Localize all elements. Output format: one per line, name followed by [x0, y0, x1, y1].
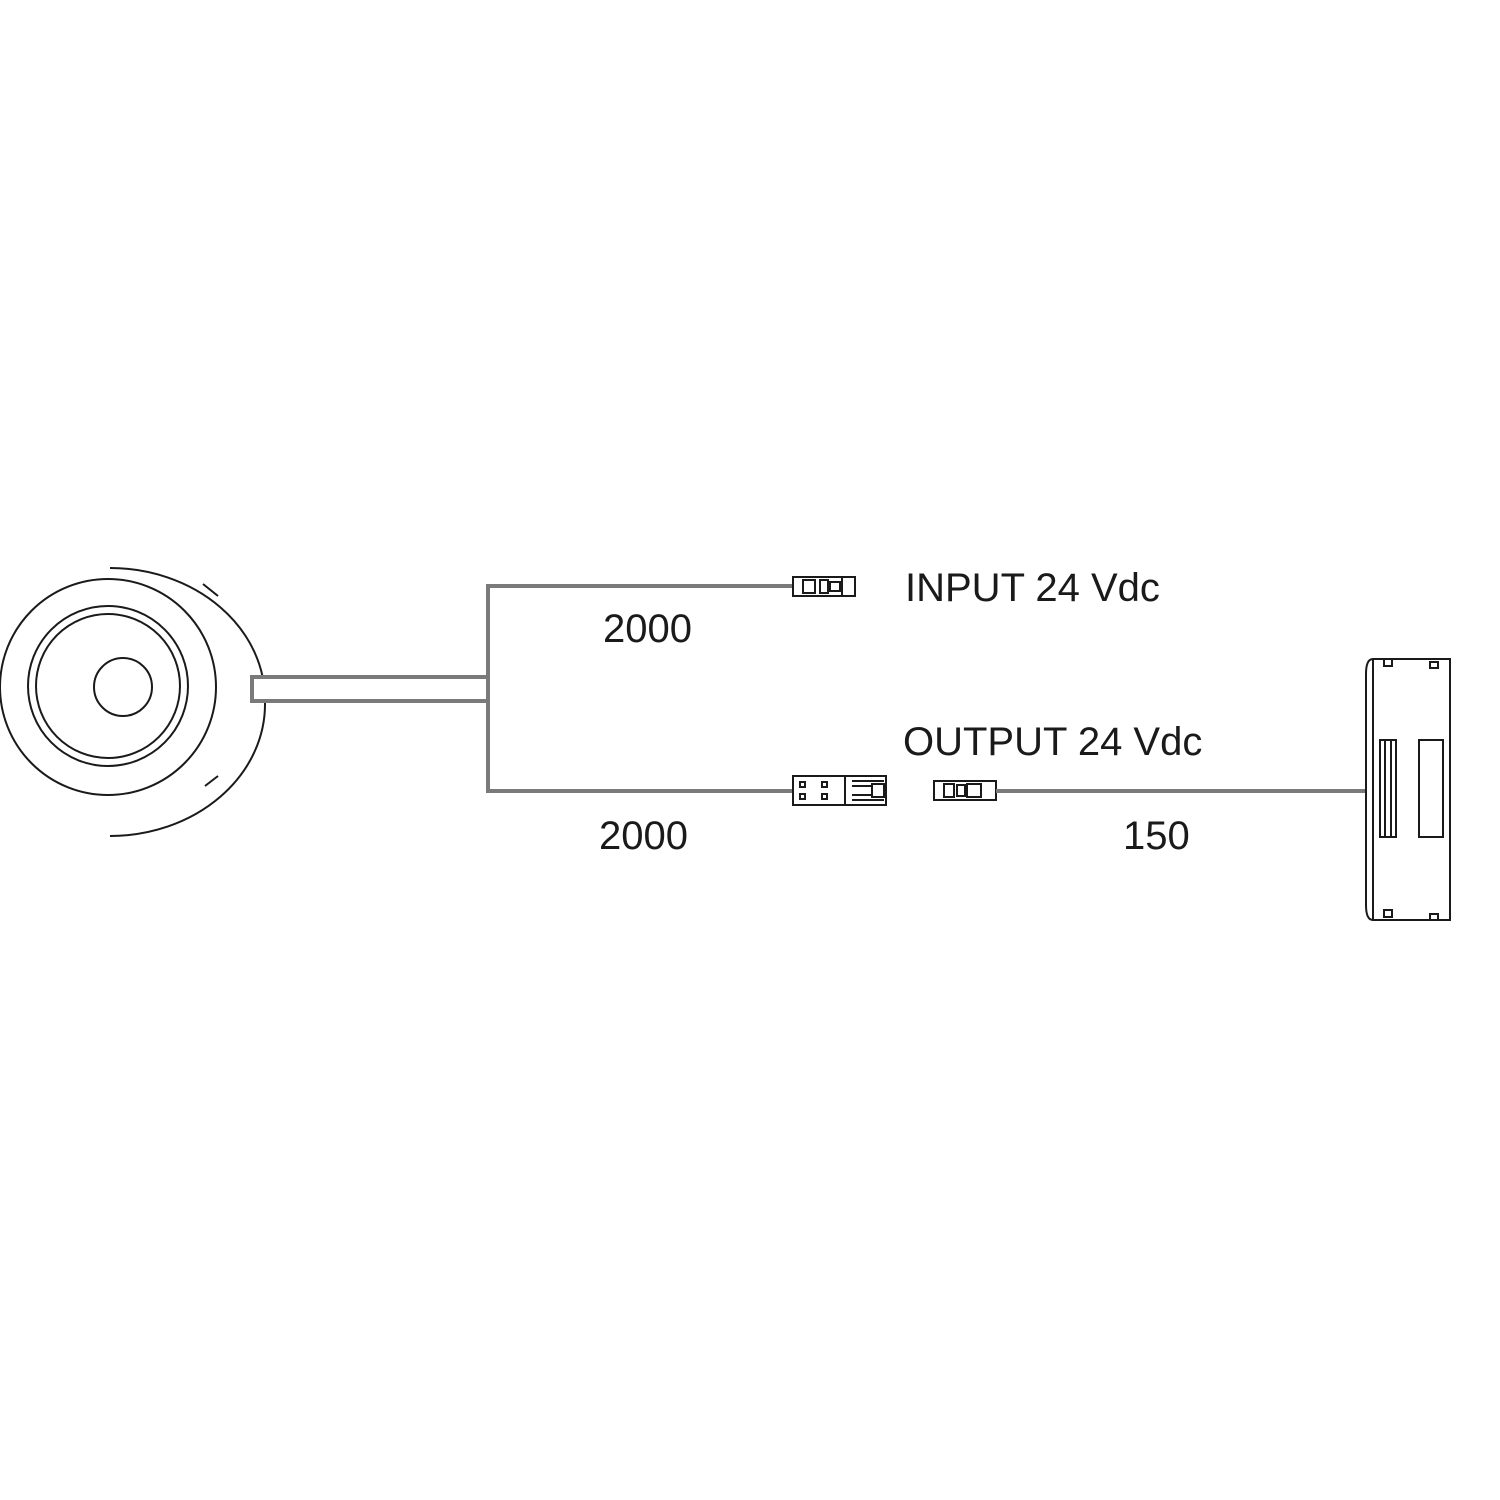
device-center-lens [93, 657, 153, 717]
output-cable-length-label: 2000 [599, 814, 688, 858]
input-cable [486, 584, 793, 679]
device-notch-bottom [204, 775, 219, 787]
output-voltage-label: OUTPUT 24 Vdc [903, 720, 1203, 764]
input-voltage-label: INPUT 24 Vdc [905, 566, 1160, 610]
sensor-clip-bottom-right [1429, 913, 1439, 921]
sensor-clip-top-right [1429, 661, 1439, 669]
sensor-clip-bottom-left [1383, 909, 1393, 918]
output-cable [486, 699, 793, 793]
sensor-module [1365, 658, 1451, 921]
sensor-connector-male [933, 780, 997, 801]
device-inner-ring [35, 613, 181, 759]
sensor-window [1418, 739, 1444, 838]
device-notch-top [202, 583, 219, 597]
sensor-cable-length-label: 150 [1123, 814, 1190, 858]
input-cable-length-label: 2000 [603, 607, 692, 651]
input-connector [792, 576, 856, 597]
main-cable [250, 675, 490, 703]
device-inner-ring-outer [27, 605, 189, 767]
output-connector-female [792, 775, 887, 806]
sensor-clip-top-left [1383, 658, 1393, 667]
sensor-slot [1379, 739, 1397, 838]
device-front-face [0, 578, 217, 796]
round-device [0, 567, 267, 837]
